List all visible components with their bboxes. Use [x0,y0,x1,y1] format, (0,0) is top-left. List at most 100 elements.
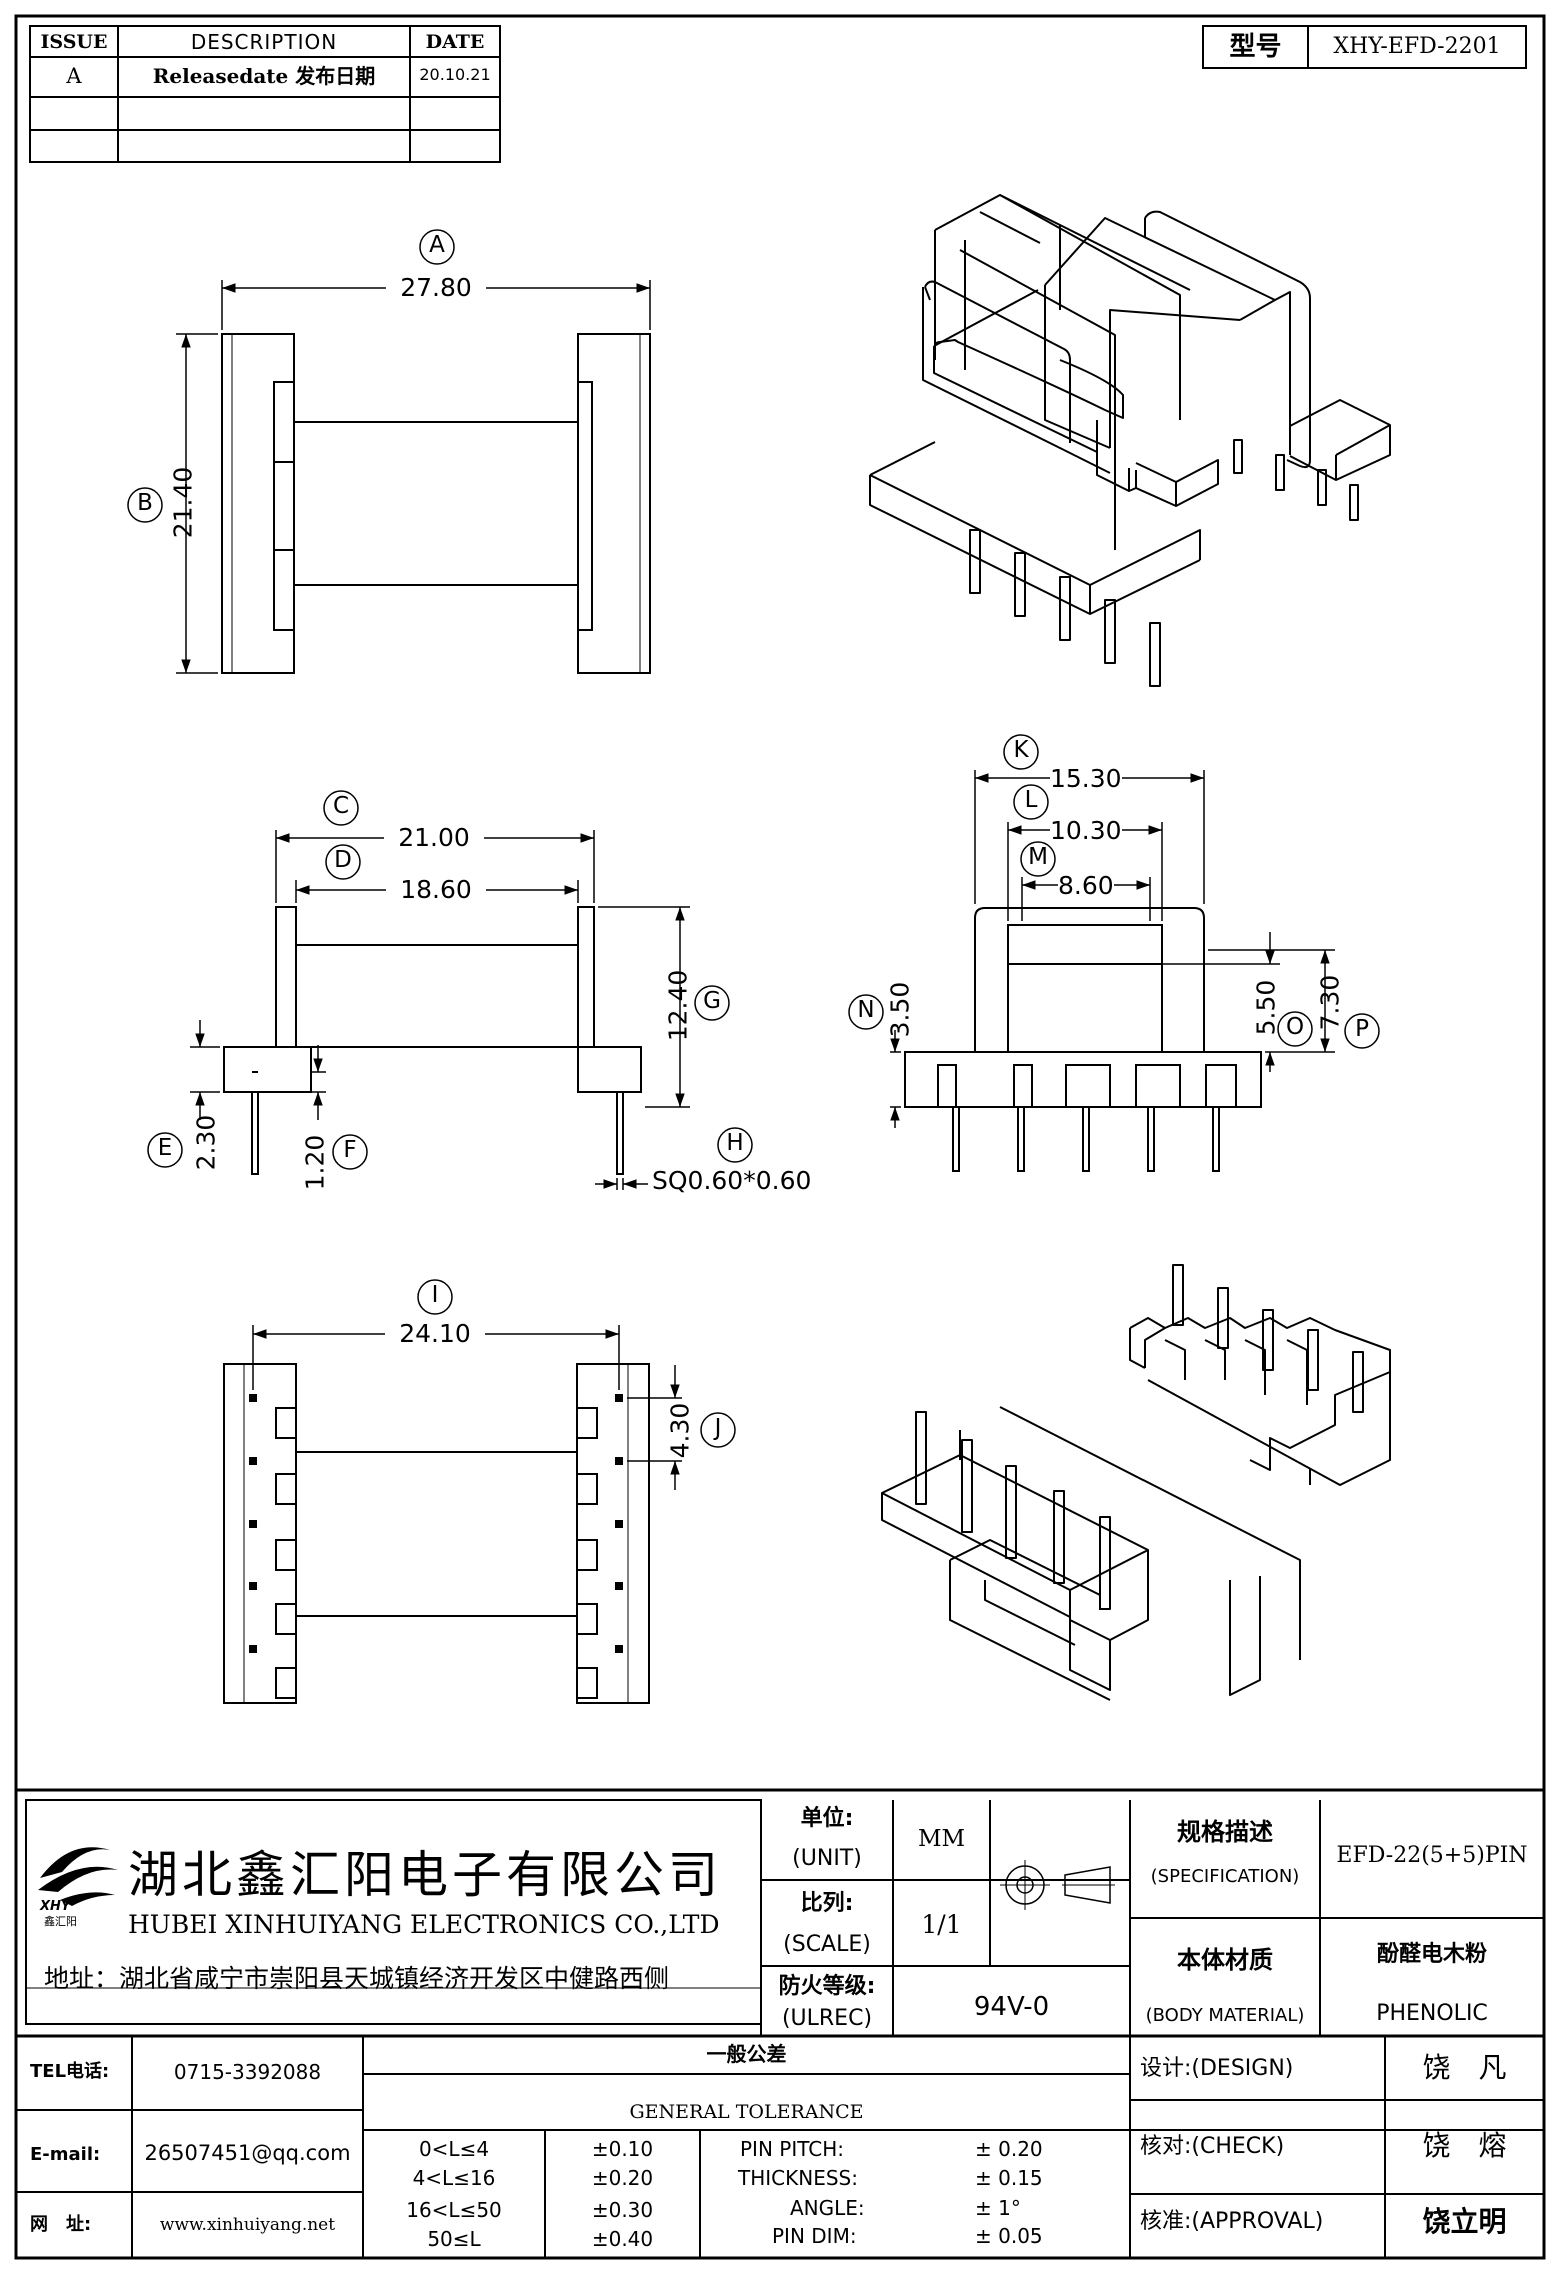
bottom-view [223,1363,650,1704]
dim-letter-a: A [429,232,445,258]
email-value: 26507451@qq.com [144,2141,351,2165]
ulrec-label-en: (ULREC) [781,2006,873,2031]
design-name: 饶 凡 [1422,2051,1507,2084]
tolerance-range: 50≤L [427,2227,481,2251]
dim-value-d: 18.60 [386,877,486,902]
tolerance-range: 4<L≤16 [412,2166,496,2190]
dim-value-m: 8.60 [1058,871,1114,900]
spec-tolerance-name: THICKNESS: [738,2166,858,2190]
dim-value-c: 21.00 [384,825,484,850]
scale-value: 1/1 [921,1910,962,1939]
email-label: E-mail: [30,2144,101,2165]
dim-letter-d: D [334,847,352,873]
dim-letter-n: N [857,997,875,1023]
material-value-en: PHENOLIC [1376,2001,1488,2026]
dim-letter-m: M [1028,844,1048,870]
dim-letter-p: P [1355,1016,1369,1042]
tolerance-range: 16<L≤50 [406,2198,502,2222]
revision-date: 20.10.21 [419,65,491,84]
dim-letter-g: G [703,988,721,1014]
tolerance-value: ±0.40 [591,2227,654,2251]
ulrec-label-cn: 防火等级: [778,1974,876,1999]
design-label: 设计:(DESIGN) [1140,2056,1294,2081]
dim-letter-i: I [431,1282,439,1308]
tolerance-range: 0<L≤4 [418,2137,490,2161]
check-name: 饶 熔 [1422,2129,1507,2162]
dim-value-b: 21.40 [168,466,198,539]
company-address: 地址：湖北省咸宁市崇阳县天城镇经济开发区中健路西侧 [44,1964,670,1993]
dim-letter-h: H [726,1130,744,1156]
revision-issue-header: ISSUE [40,31,108,53]
dim-value-k: 15.30 [1050,764,1122,793]
spec-tolerance-name: ANGLE: [790,2196,865,2220]
dim-value-p: 7.30 [1315,974,1345,1031]
tel-label: TEL电话: [30,2061,110,2082]
dim-letter-e: E [157,1135,173,1161]
dim-value-h: SQ0.60*0.60 [652,1166,812,1195]
isometric-view-top [922,210,1391,687]
tolerance-value: ±0.10 [591,2137,654,2161]
dim-letter-f: F [343,1137,357,1163]
revision-description-header: DESCRIPTION [190,30,338,54]
web-label: 网 址: [30,2214,92,2235]
check-label: 核对:(CHECK) [1140,2134,1285,2159]
model-value: XHY-EFD-2201 [1333,34,1501,59]
dim-letter-c: C [332,793,350,819]
isometric-view-bottom [881,1264,1391,1701]
top-view [221,333,651,674]
material-label-en: (BODY MATERIAL) [1145,2005,1305,2026]
tolerance-title-cn: 一般公差 [706,2042,787,2066]
spec-tolerance-value: ± 0.15 [975,2166,1043,2190]
revision-description: Releasedate 发布日期 [152,64,376,88]
spec-tolerance-name: PIN PITCH: [740,2137,845,2161]
spec-tolerance-value: ± 1° [975,2196,1021,2220]
dim-letter-l: L [1024,787,1038,813]
tolerance-value: ±0.20 [591,2166,654,2190]
dim-value-o: 5.50 [1251,979,1281,1036]
web-value: www.xinhuiyang.net [159,2215,336,2235]
dim-letter-o: O [1285,1014,1305,1040]
tel-value: 0715-3392088 [173,2060,322,2084]
tolerance-title-en: GENERAL TOLERANCE [629,2101,864,2123]
spec-value: EFD-22(5+5)PIN [1336,1843,1528,1868]
spec-label-cn: 规格描述 [1177,1818,1273,1846]
front-view [223,906,642,1175]
side-view [904,907,1262,1172]
dim-value-i: 24.10 [385,1321,485,1346]
dim-value-a: 27.80 [386,275,486,300]
tolerance-value: ±0.30 [591,2198,654,2222]
company-name-en: HUBEI XINHUIYANG ELECTRONICS CO.,LTD [128,1910,720,1939]
material-label-cn: 本体材质 [1177,1946,1273,1974]
dim-letter-j: J [714,1415,722,1441]
spec-tolerance-name: PIN DIM: [772,2224,857,2248]
dim-value-e: 2.30 [191,1114,221,1171]
unit-value: MM [917,1826,966,1852]
unit-label-en: (UNIT) [792,1846,862,1871]
logo-text: XHY [40,1899,71,1914]
dim-letter-k: K [1013,737,1029,763]
company-logo [38,1847,118,1906]
dim-value-g: 12.40 [663,969,693,1042]
unit-label-cn: 单位: [800,1806,854,1831]
revision-date-header: DATE [425,31,485,53]
scale-label-en: (SCALE) [783,1932,871,1957]
dim-letter-b: B [137,490,153,516]
spec-tolerance-value: ± 0.20 [975,2137,1043,2161]
ulrec-value: 94V-0 [973,1992,1050,2022]
dim-value-l: 10.30 [1050,816,1122,845]
dim-value-f: 1.20 [300,1134,330,1191]
revision-issue: A [66,64,82,88]
spec-tolerance-value: ± 0.05 [975,2224,1043,2248]
company-name-cn: 湖北鑫汇阳电子有限公司 [128,1846,722,1904]
approval-name: 饶立明 [1422,2205,1507,2238]
title-block [16,1788,1544,2258]
dim-value-n: 3.50 [885,981,915,1038]
approval-label: 核准:(APPROVAL) [1140,2209,1324,2234]
scale-label-cn: 比列: [800,1891,854,1916]
spec-label-en: (SPECIFICATION) [1150,1866,1300,1887]
material-value-cn: 酚醛电木粉 [1376,1942,1487,1967]
model-label: 型号 [1229,32,1282,62]
logo-subtext: 鑫汇阳 [44,1915,77,1928]
